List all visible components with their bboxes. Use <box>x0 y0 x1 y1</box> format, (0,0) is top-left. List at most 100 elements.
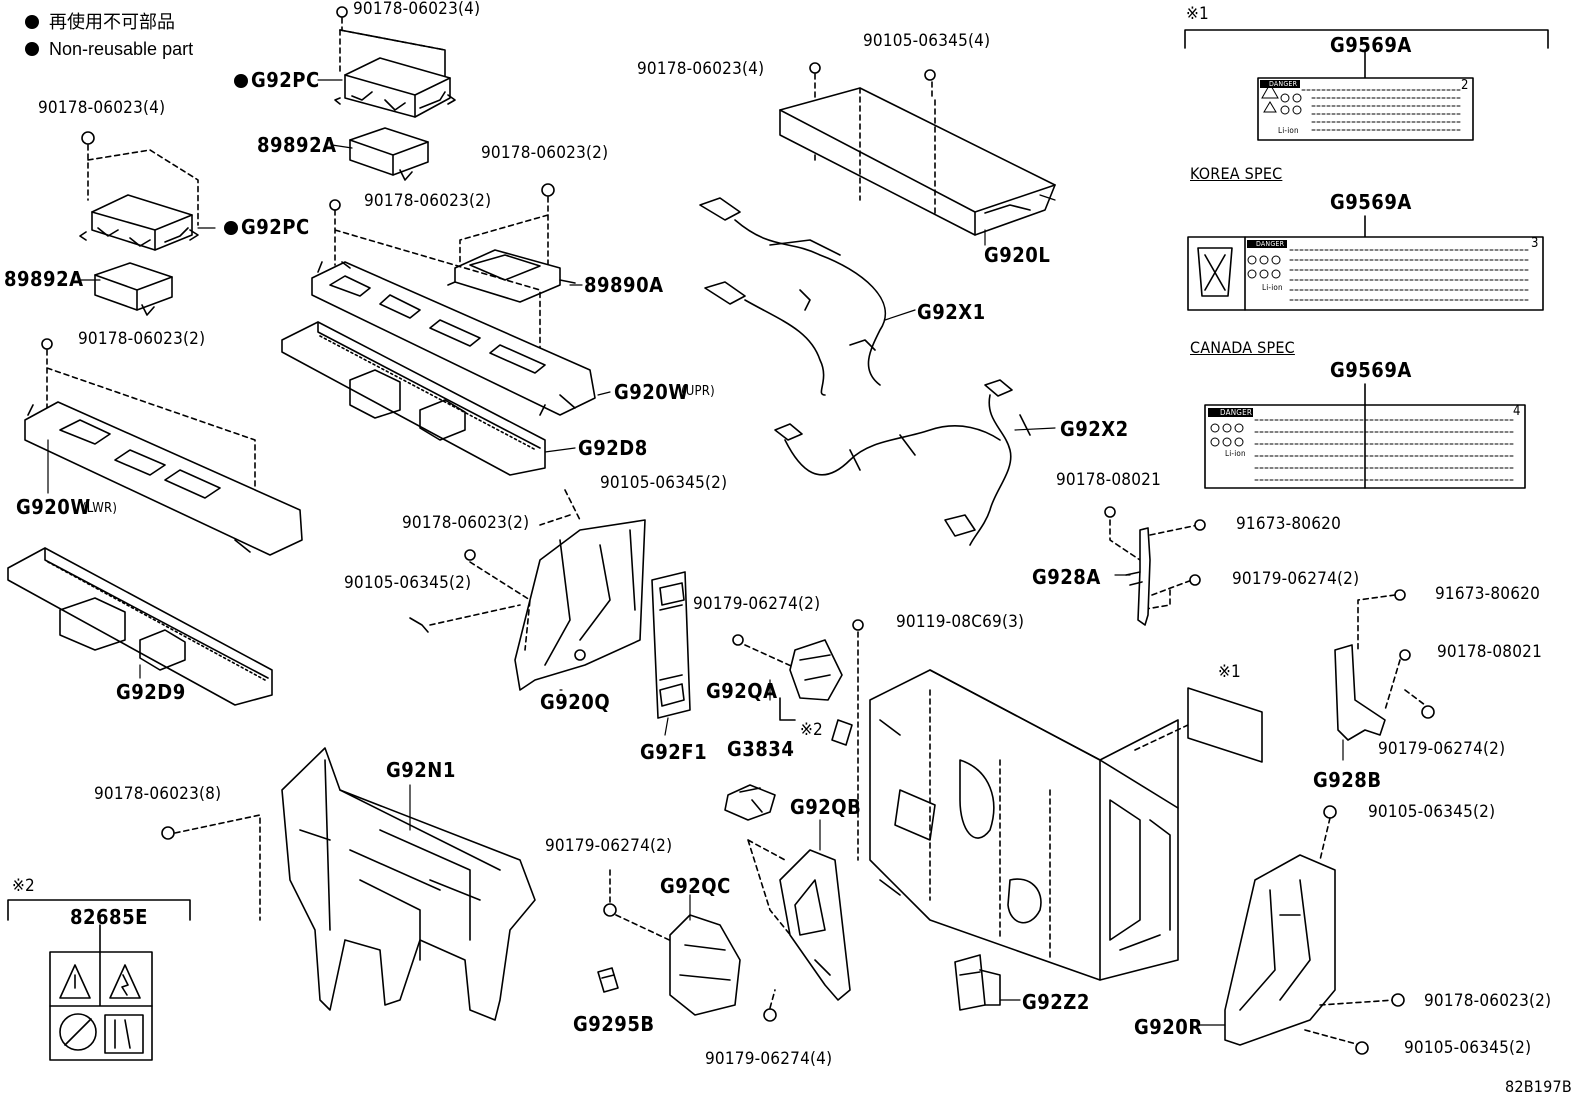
spec-canada: CANADA SPEC <box>1190 338 1295 357</box>
part-label-g928b[interactable]: G928B <box>1313 768 1382 792</box>
part-label-g9569a[interactable]: G9569A <box>1330 33 1412 57</box>
legend-line-en: Non-reusable part <box>25 40 193 58</box>
part-label[interactable]: 90119-08C69(3) <box>896 612 1025 632</box>
note-ref1-top: ※1 <box>1186 4 1209 24</box>
part-label-g92d8[interactable]: G92D8 <box>578 436 648 460</box>
part-label-g920l[interactable]: G920L <box>984 243 1051 267</box>
note-ref2-mid: ※2 <box>800 720 823 740</box>
part-label[interactable]: 90178-06023(4) <box>637 59 765 79</box>
part-label-89890a[interactable]: 89890A <box>584 273 664 297</box>
label-82685e[interactable] <box>7 899 191 1061</box>
part-label-g92d9[interactable]: G92D9 <box>116 680 186 704</box>
part-label[interactable]: 90105-06345(4) <box>863 31 991 51</box>
part-label[interactable]: 90178-06023(4) <box>353 0 481 19</box>
part-label-g92qc[interactable]: G92QC <box>660 874 731 898</box>
ecu-89892a-top[interactable] <box>349 127 429 181</box>
bracket-g928b[interactable] <box>1334 589 1435 741</box>
part-label[interactable]: 90178-06023(2) <box>364 191 492 211</box>
part-label[interactable]: 90178-06023(2) <box>78 329 206 349</box>
part-label-82685e[interactable]: 82685E <box>70 905 148 929</box>
part-qualifier-lwr: (LWR) <box>82 501 118 516</box>
part-label-g3834[interactable]: G3834 <box>727 737 795 761</box>
harness-g92x2[interactable] <box>774 379 1031 546</box>
ecu-g92pc-left[interactable] <box>79 131 199 251</box>
legend-text-en: Non-reusable part <box>49 39 194 59</box>
part-label[interactable]: 90178-06023(4) <box>38 98 166 118</box>
part-label[interactable]: 91673-80620 <box>1236 514 1342 534</box>
part-label-g92f1[interactable]: G92F1 <box>640 740 708 764</box>
duct-g92d8[interactable] <box>281 321 546 476</box>
component-g92f1[interactable] <box>651 571 691 719</box>
part-label[interactable]: 90179-06274(2) <box>693 594 821 614</box>
part-label[interactable]: 91673-80620 <box>1435 584 1541 604</box>
spec-korea: KOREA SPEC <box>1190 164 1283 183</box>
part-label-g92pc[interactable]: G92PC <box>234 70 320 90</box>
part-label-g92n1[interactable]: G92N1 <box>386 758 456 782</box>
label-number: 2 <box>1461 78 1469 93</box>
li-ion-text: Li-ion <box>1225 449 1246 458</box>
bullet-dot-icon <box>25 42 39 56</box>
component-g92z2[interactable] <box>954 954 1001 1011</box>
ecu-89892a-left[interactable] <box>94 262 173 316</box>
part-label[interactable]: 90178-08021 <box>1437 642 1543 662</box>
part-label[interactable]: 90179-06274(4) <box>705 1049 833 1069</box>
bracket-g928a[interactable] <box>1104 506 1206 626</box>
battery-assembly[interactable] <box>852 619 1179 981</box>
panel-g920w-upr[interactable] <box>311 199 596 416</box>
part-label-g92z2[interactable]: G92Z2 <box>1022 990 1090 1014</box>
li-ion-text: Li-ion <box>1262 283 1283 292</box>
part-label[interactable]: 90179-06274(2) <box>545 836 673 856</box>
part-label-g92qa[interactable]: G92QA <box>706 679 778 703</box>
part-label[interactable]: 90179-06274(2) <box>1232 569 1360 589</box>
danger-text: DANGER <box>1256 240 1285 248</box>
label-g9569a-canada[interactable] <box>1204 383 1526 489</box>
harness-g92x1[interactable] <box>699 197 887 396</box>
part-label-g92x1[interactable]: G92X1 <box>917 300 986 324</box>
note-ref2-box: ※2 <box>12 876 35 896</box>
cover-g92qc[interactable] <box>603 869 741 1016</box>
panel-g920w-lwr[interactable] <box>24 338 303 556</box>
legend-text-jp: 再使用不可部品 <box>49 12 175 32</box>
part-label-g9569a-canada[interactable]: G9569A <box>1330 358 1412 382</box>
part-label-g928a[interactable]: G928A <box>1032 565 1101 589</box>
danger-text: DANGER <box>1269 80 1298 88</box>
cover-g920q[interactable] <box>409 489 646 691</box>
cover-g92qa[interactable] <box>732 634 853 746</box>
part-label-g920w-upr[interactable]: G920W <box>614 380 689 404</box>
part-label-g920q[interactable]: G920Q <box>540 690 611 714</box>
clip-g9295b[interactable] <box>597 967 619 993</box>
label-g9569a-standard[interactable] <box>1184 29 1549 141</box>
danger-text: DANGER <box>1220 408 1253 417</box>
part-label-g92pc[interactable]: G92PC <box>224 217 310 237</box>
cover-g920r[interactable] <box>1224 805 1405 1055</box>
part-label[interactable]: 90179-06274(2) <box>1378 739 1506 759</box>
part-label-g92qb[interactable]: G92QB <box>790 795 862 819</box>
part-label[interactable]: 90105-06345(2) <box>1404 1038 1532 1058</box>
bullet-dot-icon <box>25 15 39 29</box>
label-number: 4 <box>1513 404 1521 419</box>
part-label-g920w-lwr[interactable]: G920W <box>16 495 91 519</box>
part-label[interactable]: 90105-06345(2) <box>600 473 728 493</box>
part-label-89892a[interactable]: 89892A <box>257 133 337 157</box>
legend-line-jp: 再使用不可部品 <box>25 13 175 31</box>
part-label[interactable]: 90178-06023(2) <box>402 513 530 533</box>
duct-g92d9[interactable] <box>7 547 273 706</box>
label-g9569a-korea[interactable] <box>1187 215 1544 311</box>
part-label-g920r[interactable]: G920R <box>1134 1015 1203 1039</box>
part-label-g9569a-korea[interactable]: G9569A <box>1330 190 1412 214</box>
part-label[interactable]: 90178-06023(2) <box>481 143 609 163</box>
part-label[interactable]: 90178-06023(2) <box>1424 991 1552 1011</box>
component-g3834[interactable] <box>724 784 776 821</box>
part-label[interactable]: 90178-08021 <box>1056 470 1162 490</box>
cover-g920l[interactable] <box>779 62 1056 236</box>
ecu-g92pc-top[interactable] <box>334 6 456 118</box>
part-label[interactable]: 90105-06345(2) <box>344 573 472 593</box>
part-label-g92x2[interactable]: G92X2 <box>1060 417 1129 441</box>
part-label-89892a[interactable]: 89892A <box>4 267 84 291</box>
part-label-g9295b[interactable]: G9295B <box>573 1012 655 1036</box>
part-label[interactable]: 90178-06023(8) <box>94 784 222 804</box>
frame-g92n1[interactable] <box>161 747 536 1021</box>
part-label[interactable]: 90105-06345(2) <box>1368 802 1496 822</box>
bracket-g92qb[interactable] <box>747 839 851 1022</box>
